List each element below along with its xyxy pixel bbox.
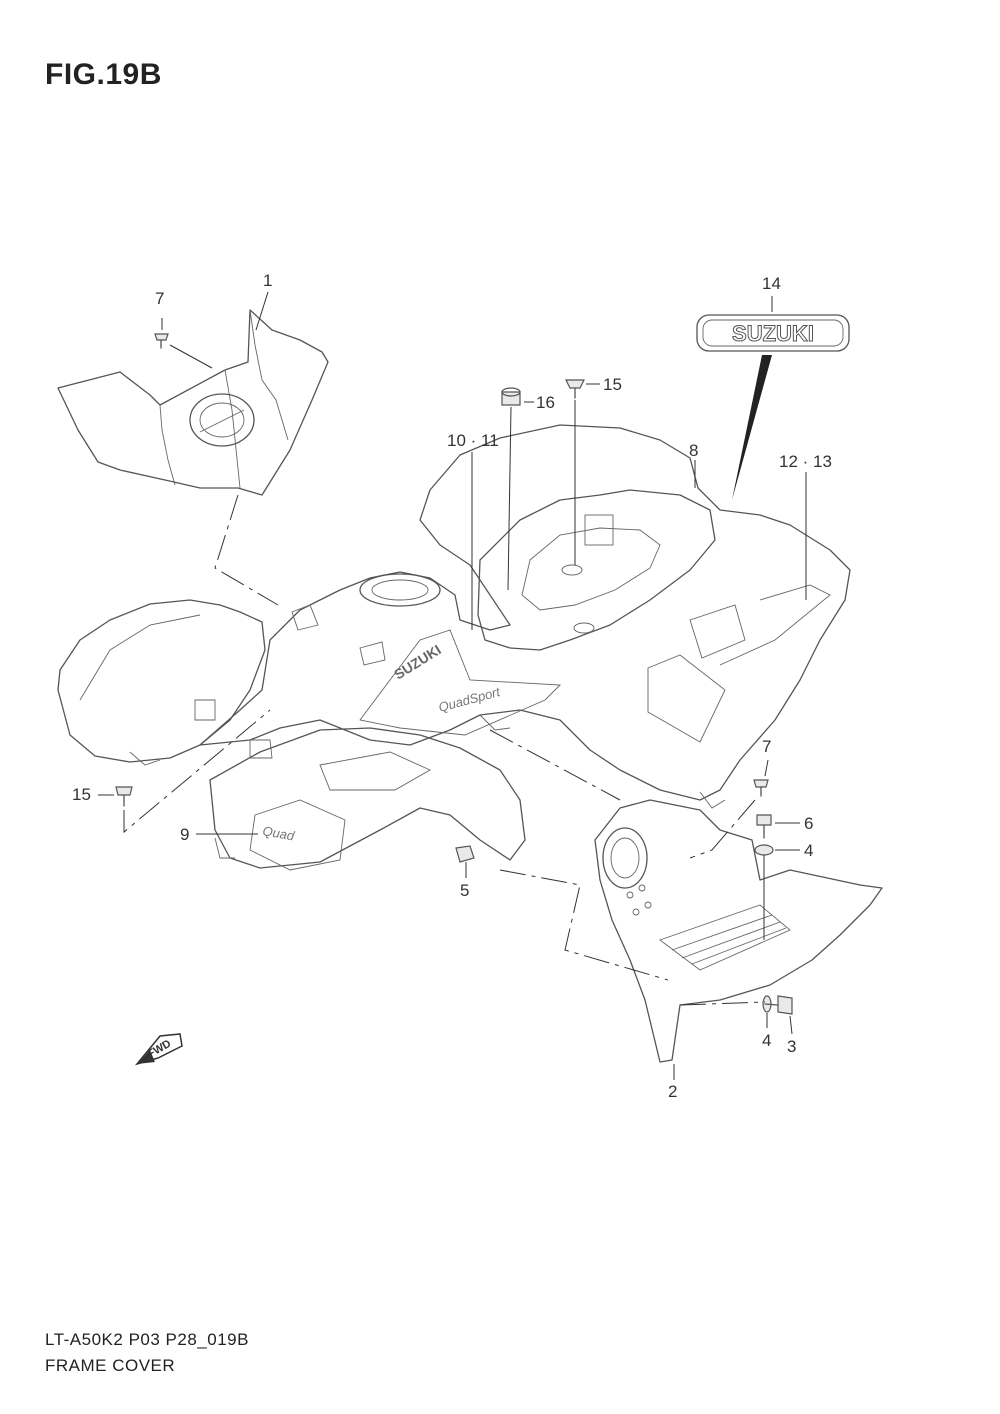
callout-8: 8: [689, 441, 699, 460]
model-code: LT-A50K2 P03 P28_019B: [45, 1330, 249, 1349]
figure-title: FIG.19B: [45, 58, 162, 91]
decal-model-text: QuadSport: [437, 684, 503, 715]
callout-5: 5: [460, 881, 470, 900]
callout-9: 9: [180, 825, 190, 844]
fwd-arrow-icon: FWD: [134, 1033, 183, 1066]
part-2-footrest-cover: [594, 799, 883, 1063]
callout-6: 6: [804, 814, 814, 833]
assembly-lines: [123, 494, 766, 1006]
callout-2: 2: [668, 1082, 678, 1101]
part-14-suzuki-emblem: SUZUKI: [696, 314, 850, 500]
callout-3: 3: [787, 1037, 797, 1056]
part-1-front-inner-cover: [57, 309, 329, 496]
callout-12-13: 12 · 13: [779, 452, 832, 471]
callout-16: 16: [536, 393, 555, 412]
callout-15-upper: 15: [603, 375, 622, 394]
callout-4-upper: 4: [804, 841, 814, 860]
callout-15-lower: 15: [72, 785, 91, 804]
svg-text:Quad: Quad: [261, 823, 296, 843]
part-8-main-fender: Quad SUZUKI QuadSport: [57, 424, 851, 871]
emblem-text: SUZUKI: [732, 321, 814, 346]
section-name: FRAME COVER: [45, 1356, 176, 1375]
fasteners: [115, 333, 793, 1015]
callout-10-11: 10 · 11: [447, 431, 499, 450]
leader-lines: [98, 291, 807, 1080]
callout-4-lower: 4: [762, 1031, 772, 1050]
decal-brand-text: SUZUKI: [391, 641, 444, 682]
callout-14: 14: [762, 274, 781, 293]
callout-1: 1: [263, 271, 273, 290]
callout-7-upper: 7: [155, 289, 165, 308]
callout-7-lower: 7: [762, 737, 772, 756]
